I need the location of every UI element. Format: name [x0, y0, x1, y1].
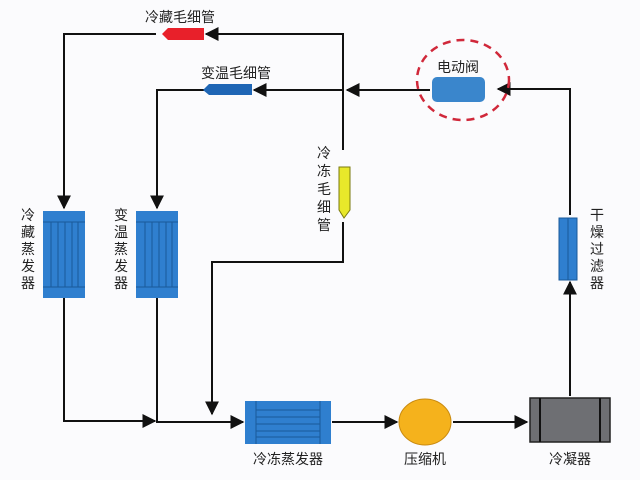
dryer-filter-label: 干燥过滤器 — [590, 208, 604, 292]
pipe-freezer-capillary-out — [205, 222, 344, 416]
pipe-cold-capillary-to-evaporator — [57, 33, 156, 210]
cold-evaporator-label: 冷藏蒸发器 — [21, 208, 35, 292]
electric-valve-label: 电动阀 — [437, 60, 479, 76]
freezer-evaporator-label: 冷冻蒸发器 — [253, 451, 323, 468]
condenser: 冷凝器 — [529, 397, 611, 468]
variable-capillary: 变温毛细管 — [201, 66, 271, 95]
pipe-variable-evap-out — [156, 298, 245, 429]
pipe-to-cold-capillary — [204, 27, 344, 150]
variable-capillary-label: 变温毛细管 — [201, 66, 271, 82]
electric-valve: 电动阀 — [415, 38, 511, 122]
compressor-label: 压缩机 — [404, 452, 446, 468]
cold-capillary: 冷藏毛细管 — [145, 10, 215, 40]
variable-evaporator: 变温蒸发器 — [114, 208, 178, 298]
condenser-label: 冷凝器 — [549, 452, 591, 468]
pipe-filter-to-valve — [496, 82, 571, 215]
cold-evaporator: 冷藏蒸发器 — [21, 208, 85, 298]
freezer-capillary: 冷冻毛细管 — [317, 146, 351, 234]
variable-evaporator-label: 变温蒸发器 — [114, 208, 128, 292]
compressor: 压缩机 — [398, 398, 452, 468]
pipe-cold-evap-out — [63, 298, 157, 428]
dryer-filter: 干燥过滤器 — [558, 208, 604, 292]
freezer-capillary-label: 冷冻毛细管 — [317, 146, 331, 234]
cold-capillary-label: 冷藏毛细管 — [145, 10, 215, 26]
freezer-evaporator: 冷冻蒸发器 — [245, 401, 331, 468]
pipe-variable-capillary-to-evaporator — [150, 89, 204, 210]
